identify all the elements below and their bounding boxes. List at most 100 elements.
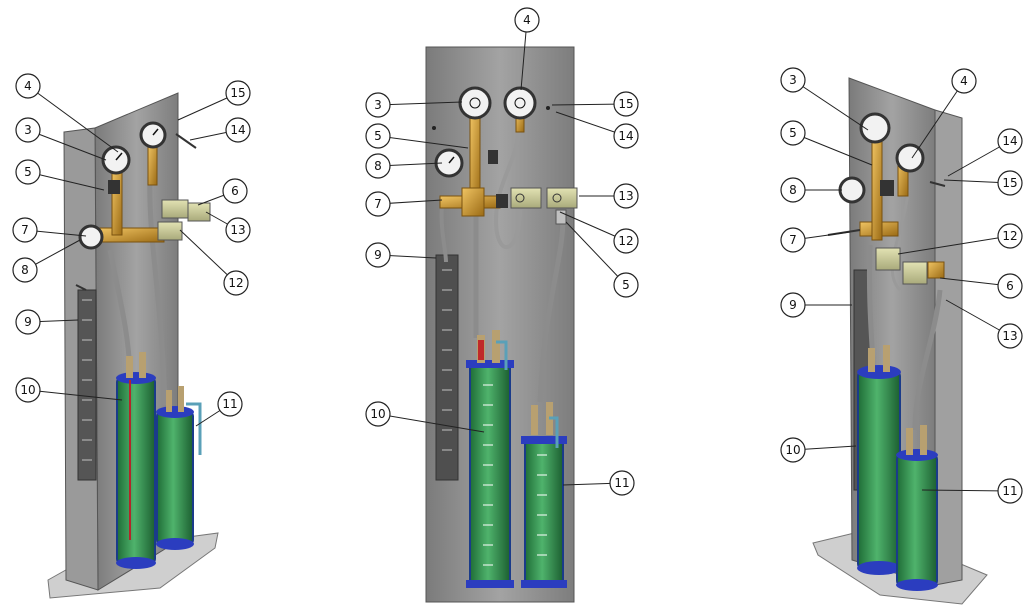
cylinder-cap (156, 538, 194, 550)
callout-circle (15, 117, 41, 143)
hose (890, 189, 910, 292)
callout-circle (613, 228, 639, 254)
callout-circle (613, 123, 639, 149)
callout-number: 5 (789, 126, 797, 140)
callout-leader-line (27, 389, 123, 401)
callout-number: 8 (374, 159, 382, 173)
callout-circle (15, 309, 41, 335)
callout-leader-line (911, 80, 965, 159)
cylinder-icon (116, 377, 156, 564)
view-front (425, 46, 578, 603)
callout-circle (609, 470, 635, 496)
valve-icon (902, 261, 928, 285)
callout-leader-line (377, 135, 469, 149)
cylinder-cap (116, 557, 156, 569)
cylinder-cap (466, 360, 514, 368)
scale-ruler-icon (77, 289, 97, 481)
callout-circle (997, 170, 1023, 196)
callout-leader-line (565, 221, 627, 286)
callout-number: 13 (230, 223, 245, 237)
callout-circle (225, 217, 251, 243)
callout-circle (997, 273, 1023, 299)
callout-number: 14 (618, 129, 633, 143)
callout-number: 4 (960, 74, 968, 88)
callout-circle (225, 117, 251, 143)
callout-number: 13 (618, 189, 633, 203)
callout-circle (951, 68, 977, 94)
callout-circle (780, 292, 806, 318)
pressure-gauge-icon (838, 176, 866, 204)
cylinder-icon (156, 411, 194, 545)
callout-number: 9 (789, 298, 797, 312)
callout-circle (780, 177, 806, 203)
callout-circle (514, 7, 540, 33)
callout-circle (365, 123, 391, 149)
callout-circle (613, 91, 639, 117)
callout-number: 5 (24, 165, 32, 179)
callout-circle (12, 257, 38, 283)
pressure-gauge-icon (101, 145, 131, 175)
valve-icon (875, 247, 901, 271)
hose (439, 204, 448, 263)
pressure-gauge-icon (859, 112, 891, 144)
callout-number: 14 (230, 123, 245, 137)
cylinder-cap (896, 579, 938, 591)
callout-circle (613, 183, 639, 209)
callout-number: 10 (20, 383, 35, 397)
pressure-gauge-icon (503, 86, 537, 120)
callout-number: 5 (374, 129, 382, 143)
brass-manifold (99, 227, 165, 243)
callout-number: 10 (785, 443, 800, 457)
callout-number: 8 (21, 263, 29, 277)
callout-leader-line (897, 235, 1011, 255)
callout-circle (613, 272, 639, 298)
callout-number: 15 (618, 97, 633, 111)
valve-icon (187, 202, 211, 222)
callout-number: 6 (231, 184, 239, 198)
callout-number: 14 (1002, 134, 1017, 148)
callout-circle (780, 120, 806, 146)
cylinder-icon (857, 371, 901, 569)
callout-circle (997, 323, 1023, 349)
callout-number: 12 (618, 234, 633, 248)
callout-circle (780, 227, 806, 253)
callout-leader-line (921, 489, 1011, 492)
callout-number: 7 (374, 197, 382, 211)
callout-number: 4 (523, 13, 531, 27)
callout-leader-line (27, 171, 105, 191)
callout-circle (217, 391, 243, 417)
hose (493, 117, 522, 250)
view-right-isometric (812, 77, 988, 605)
cylinder-icon (524, 439, 564, 584)
callout-number: 8 (789, 183, 797, 197)
callout-circle (997, 478, 1023, 504)
callout-number: 7 (21, 223, 29, 237)
callout-circle (225, 80, 251, 106)
callout-number: 9 (374, 248, 382, 262)
callout-leader-line (377, 101, 463, 106)
callout-circle (365, 242, 391, 268)
cylinder-cap (116, 372, 156, 384)
side-panel (934, 109, 963, 586)
pressure-gauge-icon (434, 148, 464, 178)
callout-leader-line (377, 413, 485, 433)
cylinder-cap (466, 580, 514, 588)
callout-number: 11 (614, 476, 629, 490)
callout-circle (15, 159, 41, 185)
callout-circle (223, 270, 249, 296)
cylinder-icon (896, 454, 938, 586)
callout-number: 4 (24, 79, 32, 93)
callout-circle (365, 153, 391, 179)
callout-leader-line (792, 132, 873, 166)
scale-ruler-icon (435, 254, 459, 481)
valve-icon (510, 187, 542, 209)
callout-number: 11 (1002, 484, 1017, 498)
callout-circle (12, 217, 38, 243)
pressure-gauge-icon (78, 224, 104, 250)
pressure-gauge-icon (139, 121, 167, 149)
callout-circle (780, 67, 806, 93)
callout-circle (15, 377, 41, 403)
callout-leader-line (27, 85, 119, 153)
callout-circle (365, 401, 391, 427)
